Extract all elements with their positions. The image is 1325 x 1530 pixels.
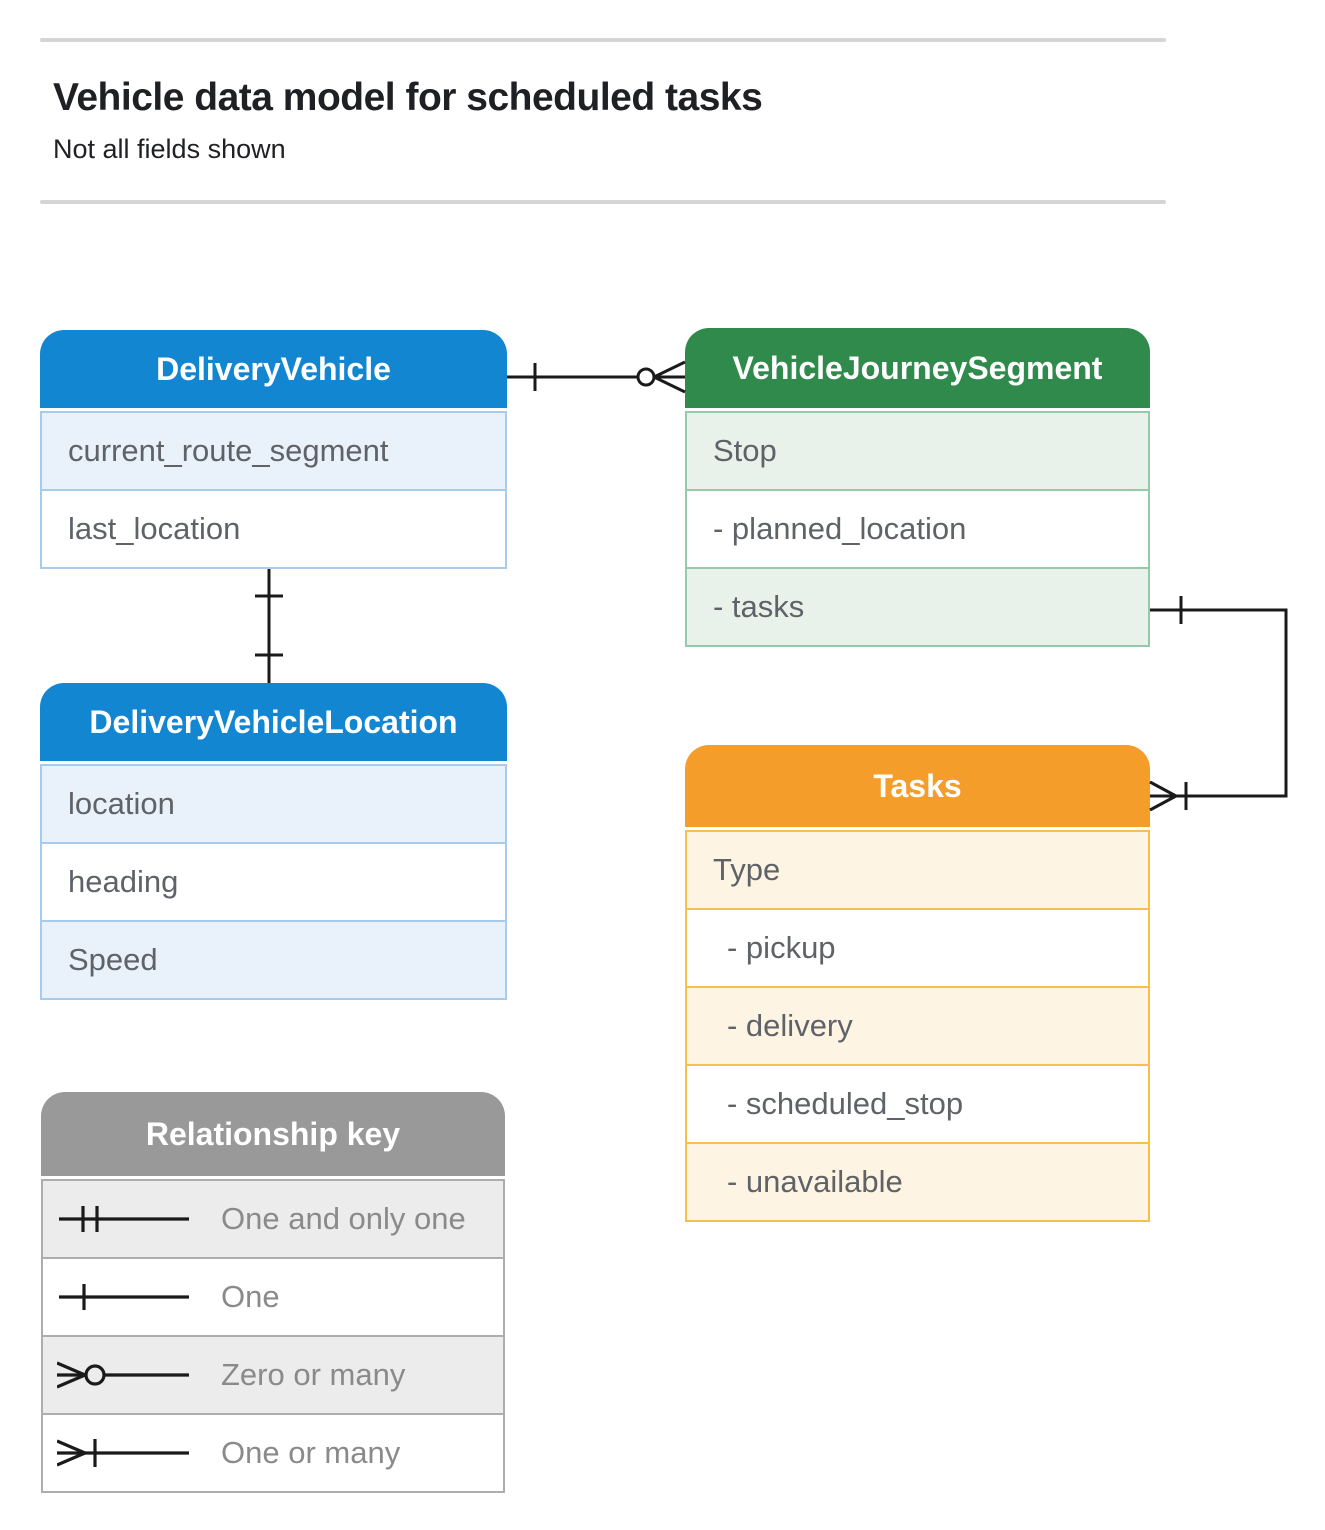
field-heading: heading [42, 844, 505, 922]
field-unavailable: - unavailable [687, 1144, 1148, 1220]
key-label: Zero or many [221, 1357, 406, 1392]
top-divider [40, 38, 1166, 42]
field-pickup: - pickup [687, 910, 1148, 988]
zero-or-many-icon [57, 1361, 189, 1389]
entity-delivery-vehicle-location-header: DeliveryVehicleLocation [40, 683, 507, 761]
field-scheduled-stop: - scheduled_stop [687, 1066, 1148, 1144]
key-label: One [221, 1279, 280, 1314]
connector-deliveryvehicle-deliveryvehiclelocation [255, 569, 283, 683]
entity-delivery-vehicle-location: DeliveryVehicleLocation location heading… [40, 683, 507, 1000]
title-divider [40, 200, 1166, 204]
entity-delivery-vehicle: DeliveryVehicle current_route_segment la… [40, 330, 507, 569]
connector-vehiclejourneysegment-tasks [1149, 596, 1288, 812]
entity-vehicle-journey-segment-header: VehicleJourneySegment [685, 328, 1150, 408]
field-tasks: - tasks [687, 569, 1148, 645]
entity-delivery-vehicle-header: DeliveryVehicle [40, 330, 507, 408]
relationship-key-body: One and only one One Zero or many [41, 1179, 505, 1493]
key-label: One and only one [221, 1201, 466, 1236]
field-speed: Speed [42, 922, 505, 998]
entity-vehicle-journey-segment: VehicleJourneySegment Stop - planned_loc… [685, 328, 1150, 647]
field-location: location [42, 766, 505, 844]
key-row-one-and-only-one: One and only one [43, 1181, 503, 1259]
key-row-zero-or-many: Zero or many [43, 1337, 503, 1415]
key-label: One or many [221, 1435, 401, 1470]
key-row-one-or-many: One or many [43, 1415, 503, 1491]
one-and-only-one-icon [59, 1206, 189, 1232]
page-subtitle: Not all fields shown [53, 134, 286, 164]
field-type: Type [687, 832, 1148, 910]
field-planned-location: - planned_location [687, 491, 1148, 569]
entity-tasks-body: Type - pickup - delivery - scheduled_sto… [685, 830, 1150, 1222]
page-title: Vehicle data model for scheduled tasks [53, 76, 763, 119]
relationship-key: Relationship key One and only one One [41, 1092, 505, 1493]
one-or-many-icon [57, 1439, 189, 1467]
connector-deliveryvehicle-vehiclejourneysegment [507, 360, 686, 394]
entity-tasks: Tasks Type - pickup - delivery - schedul… [685, 745, 1150, 1222]
field-last-location: last_location [42, 491, 505, 567]
field-current-route-segment: current_route_segment [42, 413, 505, 491]
field-stop: Stop [687, 413, 1148, 491]
relationship-key-header: Relationship key [41, 1092, 505, 1176]
entity-vehicle-journey-segment-body: Stop - planned_location - tasks [685, 411, 1150, 647]
entity-delivery-vehicle-location-body: location heading Speed [40, 764, 507, 1000]
field-delivery: - delivery [687, 988, 1148, 1066]
one-icon [59, 1284, 189, 1310]
key-row-one: One [43, 1259, 503, 1337]
entity-tasks-header: Tasks [685, 745, 1150, 827]
entity-delivery-vehicle-body: current_route_segment last_location [40, 411, 507, 569]
